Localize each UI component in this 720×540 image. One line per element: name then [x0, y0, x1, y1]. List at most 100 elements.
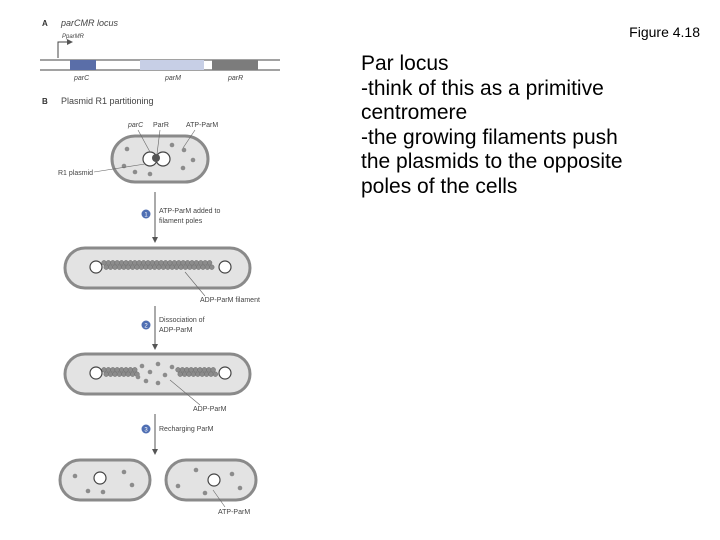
filament-subunit — [132, 367, 138, 373]
filament-subunit — [116, 371, 123, 377]
filament-subunit — [103, 371, 109, 377]
leader-line — [156, 129, 161, 155]
panel-b-title: Plasmid R1 partitioning — [61, 96, 154, 106]
filament-subunit — [182, 371, 188, 377]
step-text: Dissociation of — [159, 317, 205, 324]
filament-subunit — [210, 367, 216, 373]
partitioning-diagram: A parCMR locus PparMR parC parM parR B P… — [40, 18, 280, 516]
label-r1-plasmid: R1 plasmid — [58, 170, 93, 177]
atp-parm-subunits — [72, 467, 243, 496]
filament-subunit — [163, 260, 169, 266]
adp-parm-filament — [101, 367, 140, 377]
leader-line — [184, 271, 206, 297]
label-adp-filament: ADP-ParM filament — [200, 297, 260, 304]
notes-line: centromere — [361, 101, 468, 124]
filament-subunit — [114, 367, 120, 373]
leader-line — [169, 379, 201, 406]
step-text: ADP-ParM — [159, 327, 193, 334]
notes-line: Par locus — [361, 52, 449, 75]
gene-parc-box — [70, 60, 96, 70]
filament-subunit — [208, 371, 214, 377]
filament-subunit — [110, 367, 116, 373]
parr-protein — [152, 154, 160, 162]
notes-line: -the growing filaments push — [361, 125, 618, 149]
filament-subunit — [212, 371, 219, 377]
filament-subunit — [138, 264, 145, 270]
filament-subunit — [199, 371, 205, 377]
filament-subunit — [141, 260, 147, 266]
leader-line — [212, 489, 226, 508]
promoter-label: PparMR — [62, 34, 85, 40]
label-atp-parm: ATP-ParM — [186, 122, 218, 129]
filament-subunit — [196, 264, 202, 270]
figure-title: Figure 4.18 — [629, 24, 700, 40]
adp-parm-filament — [175, 367, 219, 377]
filament-subunit — [169, 264, 175, 270]
filament-subunit — [147, 264, 153, 270]
gene-label: parR — [227, 75, 243, 82]
leader-line — [182, 129, 196, 149]
filament-subunit — [103, 264, 109, 270]
label-parc: parC — [127, 122, 144, 129]
filament-subunit — [207, 260, 213, 266]
filament-subunit — [200, 264, 206, 270]
filament-subunit — [198, 260, 204, 266]
filament-subunit — [145, 260, 151, 266]
filament-subunit — [174, 264, 180, 270]
panel-b-letter: B — [42, 97, 48, 106]
filament-subunit — [105, 260, 112, 266]
plasmid — [218, 260, 232, 274]
filament-subunit — [175, 367, 181, 373]
filament-subunit — [114, 260, 120, 266]
filament-subunit — [136, 260, 142, 266]
filament-subunit — [177, 371, 183, 377]
filament-subunit — [134, 264, 140, 270]
filament-subunit — [202, 260, 208, 266]
filament-subunit — [180, 260, 186, 266]
filament-subunit — [184, 367, 190, 373]
step-number: 2 — [144, 324, 148, 330]
filament-subunit — [123, 260, 129, 266]
filament-subunit — [132, 260, 138, 266]
filament-subunit — [176, 260, 182, 266]
label-adp-parm: ADP-ParM — [193, 406, 227, 413]
filament-subunit — [156, 264, 162, 270]
panel-a-letter: A — [42, 19, 48, 28]
plasmid — [89, 260, 103, 274]
plasmid — [207, 473, 221, 487]
promoter-arrow — [57, 39, 73, 58]
filament-subunit — [204, 264, 211, 270]
filament-subunit — [209, 264, 215, 270]
filament-subunit — [179, 367, 186, 373]
plasmid — [93, 471, 107, 485]
notes-text: Par locus -think of this as a primitive … — [361, 52, 681, 199]
step-text: Recharging ParM — [159, 426, 214, 433]
cell — [63, 352, 252, 396]
filament-subunit — [182, 264, 189, 270]
step-text: ATP-ParM added to — [159, 208, 220, 215]
filament-subunit — [127, 367, 133, 373]
filament-subunit — [127, 260, 133, 266]
leader-line — [93, 163, 146, 173]
filament-subunit — [130, 264, 136, 270]
plasmid — [89, 366, 103, 380]
filament-subunit — [149, 260, 156, 266]
step-text: filament poles — [159, 218, 203, 225]
notes-line: poles of the cells — [361, 174, 518, 198]
notes-line: the plasmids to the opposite — [361, 150, 623, 173]
filament-subunit — [154, 260, 160, 266]
filament-subunit — [121, 371, 127, 377]
filament-subunit — [206, 367, 212, 373]
filament-subunit — [201, 367, 208, 373]
filament-subunit — [125, 371, 131, 377]
filament-subunit — [107, 371, 114, 377]
label-atp-parm-bottom: ATP-ParM — [218, 509, 250, 516]
filament-subunit — [197, 367, 203, 373]
filament-subunit — [190, 371, 197, 377]
filament-subunit — [105, 367, 112, 373]
label-parr: ParR — [153, 122, 169, 129]
filament-subunit — [178, 264, 184, 270]
step-badge — [141, 209, 151, 219]
filament-subunit — [187, 264, 193, 270]
filament-subunit — [116, 264, 123, 270]
